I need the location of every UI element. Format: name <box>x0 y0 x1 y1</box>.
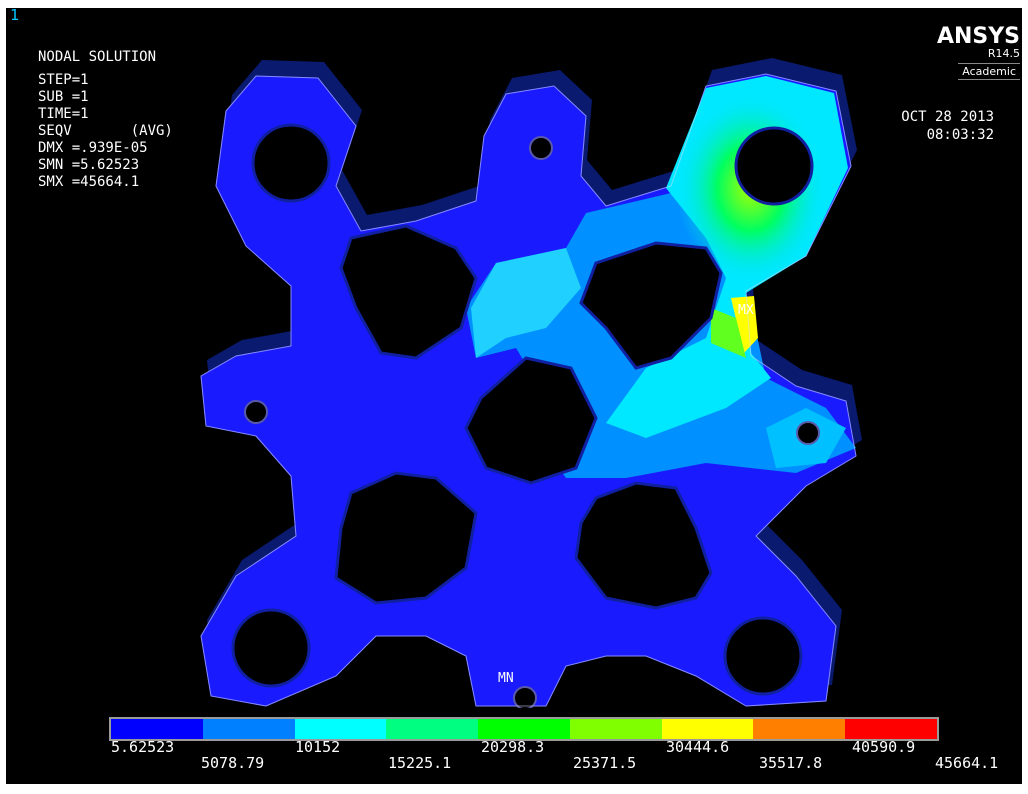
info-smn: SMN =5.62523 <box>38 157 140 173</box>
max-marker: MX <box>738 303 754 318</box>
legend-swatch-2 <box>202 719 295 739</box>
legend-swatch-5 <box>478 719 570 739</box>
ansys-logo: ANSYS R14.5 Academic <box>937 26 1020 80</box>
legend-swatch-8 <box>753 719 846 739</box>
logo-brand: ANSYS <box>936 24 1020 49</box>
academic-badge: Academic <box>958 63 1020 80</box>
window-number: 1 <box>10 8 20 24</box>
stress-spot-green <box>711 308 746 358</box>
info-seqv: SEQV (AVG) <box>38 123 173 139</box>
date-text: OCT 28 2013 <box>901 109 994 125</box>
result-info: STEP=1 SUB =1 TIME=1 SEQV (AVG) DMX =.93… <box>38 72 173 191</box>
stress-region-cyan-2 <box>471 248 581 358</box>
info-sub: SUB =1 <box>38 89 89 105</box>
legend-label-8: 35517.8 <box>759 754 823 772</box>
graphics-window[interactable]: 1 NODAL SOLUTION STEP=1 SUB =1 TIME=1 SE… <box>6 8 1022 784</box>
info-dmx: DMX =.939E-05 <box>38 140 148 156</box>
part-openings <box>231 123 814 696</box>
bolt-holes <box>244 136 820 708</box>
legend-swatch-4 <box>386 719 479 739</box>
legend-label-2: 5078.79 <box>201 754 265 772</box>
timestamp: OCT 28 2013 08:03:32 <box>901 108 994 144</box>
legend-label-5: 20298.3 <box>481 738 545 756</box>
legend-label-1: 5.62523 <box>111 738 175 756</box>
logo-version: R14.5 <box>987 47 1020 60</box>
legend-label-10: 45664.1 <box>935 754 999 772</box>
legend-label-6: 25371.5 <box>573 754 637 772</box>
stress-contour-model[interactable]: MX MN <box>6 8 1022 708</box>
result-title: NODAL SOLUTION <box>38 49 157 65</box>
legend-label-3: 10152 <box>295 738 341 756</box>
legend-swatch-9 <box>845 719 938 739</box>
legend-swatch-3 <box>294 719 387 739</box>
stress-max-spot <box>731 296 758 353</box>
time-text: 08:03:32 <box>926 127 994 143</box>
info-time: TIME=1 <box>38 106 89 122</box>
legend-swatch-6 <box>569 719 662 739</box>
legend-label-7: 30444.6 <box>666 738 730 756</box>
legend-swatch-1 <box>111 719 203 739</box>
legend-swatch-7 <box>661 719 754 739</box>
info-smx: SMX =45664.1 <box>38 174 140 190</box>
info-step: STEP=1 <box>38 72 89 88</box>
legend-label-4: 15225.1 <box>388 754 452 772</box>
legend-color-bar <box>109 717 939 741</box>
min-marker: MN <box>498 671 514 686</box>
legend-label-9: 40590.9 <box>852 738 916 756</box>
part-outline <box>200 73 857 707</box>
